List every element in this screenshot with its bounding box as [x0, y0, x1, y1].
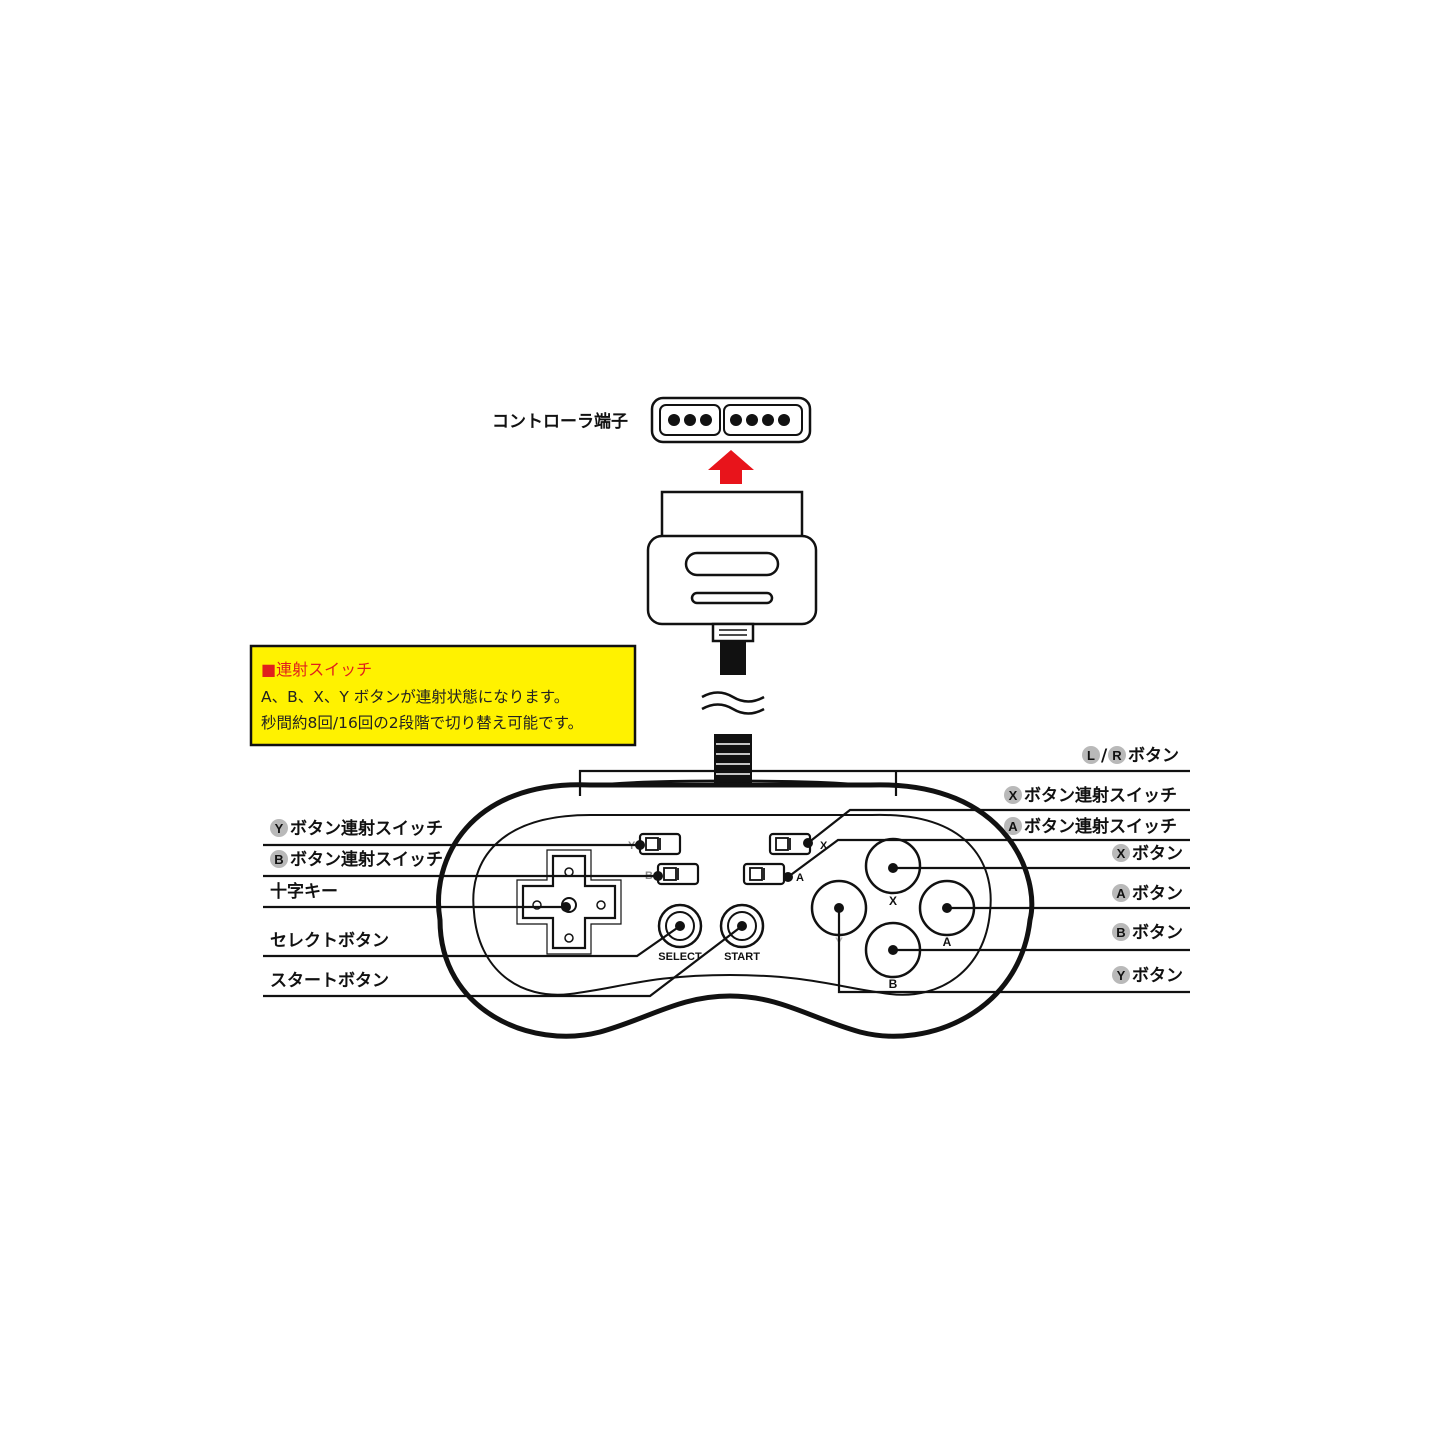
leader-dots [561, 838, 952, 955]
label-lr-button: L / R ボタン [1082, 746, 1179, 766]
x-turbo-switch[interactable] [768, 832, 812, 856]
label-x-turbo: X ボタン連射スイッチ [1004, 785, 1177, 806]
connector-label: コントローラ端子 [492, 411, 628, 432]
label-b-button-text: ボタン [1132, 923, 1183, 943]
label-x-button-text: ボタン [1132, 844, 1183, 864]
badge-a-button: A [1116, 886, 1126, 901]
label-lr-text: ボタン [1128, 746, 1179, 766]
select-button-label: SELECT [658, 951, 702, 963]
turbo-note-title: ■連射スイッチ [261, 660, 372, 679]
badge-b-turbo: B [274, 852, 283, 867]
x-face-letter: X [889, 894, 897, 908]
y-turbo-switch[interactable] [638, 832, 682, 856]
cable-break-icon [701, 691, 765, 715]
leader-lines [263, 769, 1190, 998]
label-a-turbo-text: ボタン連射スイッチ [1024, 816, 1177, 837]
label-b-button: B ボタン [1112, 923, 1183, 943]
badge-r: R [1112, 748, 1122, 763]
start-button-label: START [724, 951, 760, 963]
insert-arrow-icon [708, 450, 754, 484]
label-b-turbo-text: ボタン連射スイッチ [290, 849, 443, 870]
controller-plug [646, 490, 818, 675]
label-b-turbo: B ボタン連射スイッチ [270, 849, 443, 870]
badge-l: L [1087, 748, 1095, 763]
badge-y-turbo: Y [275, 821, 284, 836]
label-lr-sep: / [1101, 746, 1108, 766]
label-select: セレクトボタン [270, 931, 389, 951]
a-turbo-switch[interactable] [742, 862, 786, 886]
badge-x-button: X [1117, 846, 1126, 861]
b-turbo-switch[interactable] [656, 862, 700, 886]
b-face-letter: B [889, 977, 898, 991]
label-y-turbo: Y ボタン連射スイッチ [270, 818, 443, 839]
label-y-turbo-text: ボタン連射スイッチ [290, 818, 443, 839]
turbo-note: ■連射スイッチ A、B、X、Y ボタンが連射状態になります。 秒間約8回/16回… [249, 644, 637, 747]
label-a-button-text: ボタン [1132, 884, 1183, 904]
label-dpad: 十字キー [270, 881, 338, 902]
label-a-button: A ボタン [1112, 884, 1183, 904]
badge-b-button: B [1116, 925, 1125, 940]
label-x-turbo-text: ボタン連射スイッチ [1024, 785, 1177, 806]
x-turbo-switch-letter: X [820, 840, 828, 852]
badge-a-turbo: A [1008, 819, 1018, 834]
label-x-button: X ボタン [1112, 844, 1183, 864]
turbo-note-line-2: 秒間約8回/16回の2段階で切り替え可能です。 [261, 714, 583, 732]
label-start: スタートボタン [270, 971, 389, 991]
controller-port [650, 396, 812, 444]
a-turbo-switch-letter: A [796, 872, 804, 884]
badge-x-turbo: X [1009, 788, 1018, 803]
label-y-button-text: ボタン [1132, 966, 1183, 986]
label-y-button: Y ボタン [1112, 966, 1183, 986]
a-face-letter: A [943, 935, 952, 949]
label-a-turbo: A ボタン連射スイッチ [1004, 816, 1177, 837]
badge-y-button: Y [1117, 968, 1126, 983]
turbo-note-line-1: A、B、X、Y ボタンが連射状態になります。 [261, 688, 569, 706]
